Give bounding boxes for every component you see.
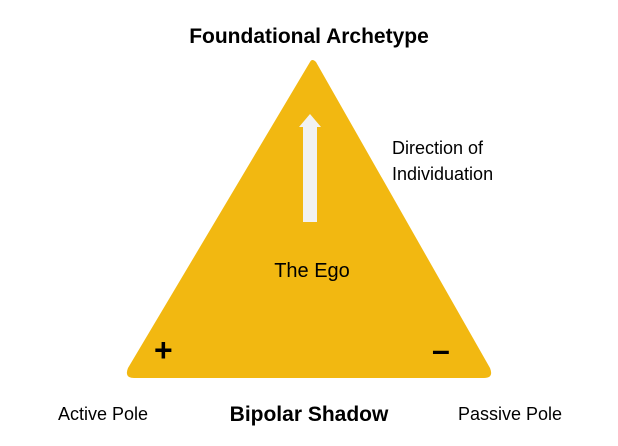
ego-label: The Ego	[274, 260, 350, 282]
passive-pole-label: Passive Pole	[458, 404, 563, 424]
direction-of-individuation-label: Direction of Individuation	[392, 138, 494, 184]
up-arrow-icon	[299, 114, 321, 222]
plus-icon: +	[154, 332, 173, 368]
active-pole-label: Active Pole	[58, 404, 149, 424]
minus-icon: –	[432, 332, 450, 368]
foundational-archetype-title: Foundational Archetype	[189, 25, 429, 48]
bipolar-shadow-title: Bipolar Shadow	[229, 403, 389, 426]
